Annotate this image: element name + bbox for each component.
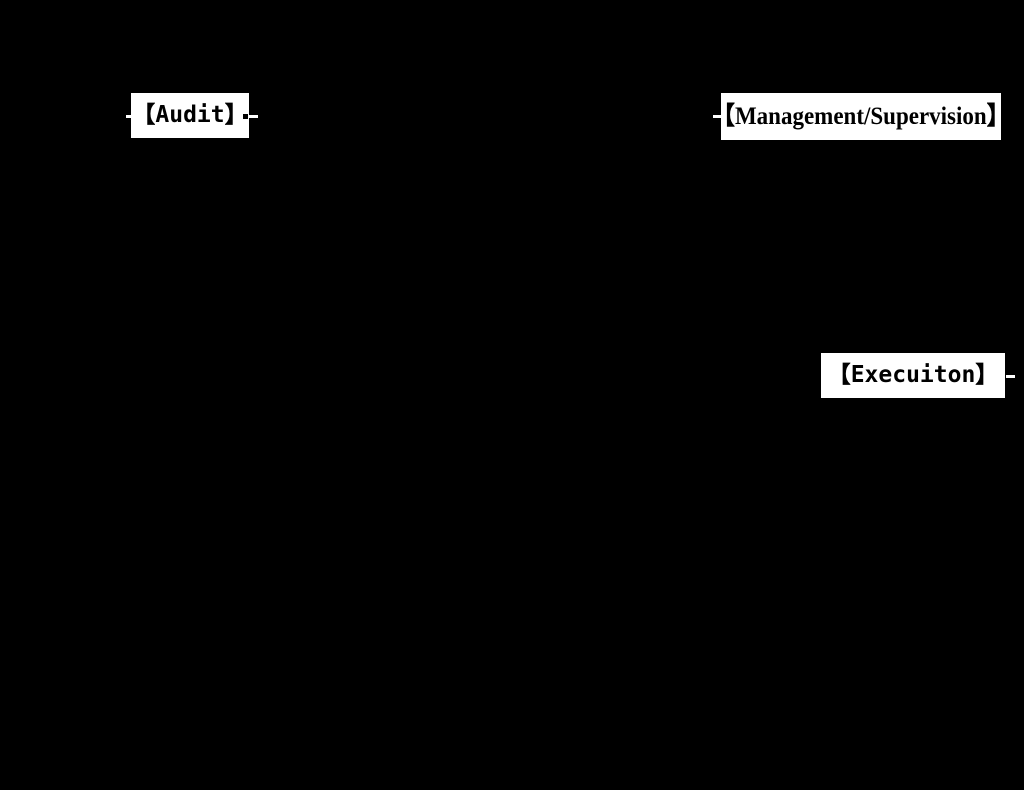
- execution-label-text: 【Execuiton】: [827, 362, 999, 388]
- audit-box-inner-marker-icon: [243, 114, 248, 119]
- management-left-connector-icon: [713, 115, 722, 118]
- management-supervision-label-text: 【Management/Supervision】: [712, 103, 1010, 130]
- execution-right-connector-icon: [1006, 375, 1015, 378]
- audit-left-connector-icon: [126, 115, 132, 118]
- audit-label-text: 【Audit】: [132, 102, 248, 128]
- execution-label-box: 【Execuiton】: [821, 353, 1005, 398]
- audit-right-connector-icon: [249, 115, 258, 118]
- management-supervision-label-box: 【Management/Supervision】: [712, 93, 1010, 140]
- audit-label-box: 【Audit】: [131, 93, 249, 138]
